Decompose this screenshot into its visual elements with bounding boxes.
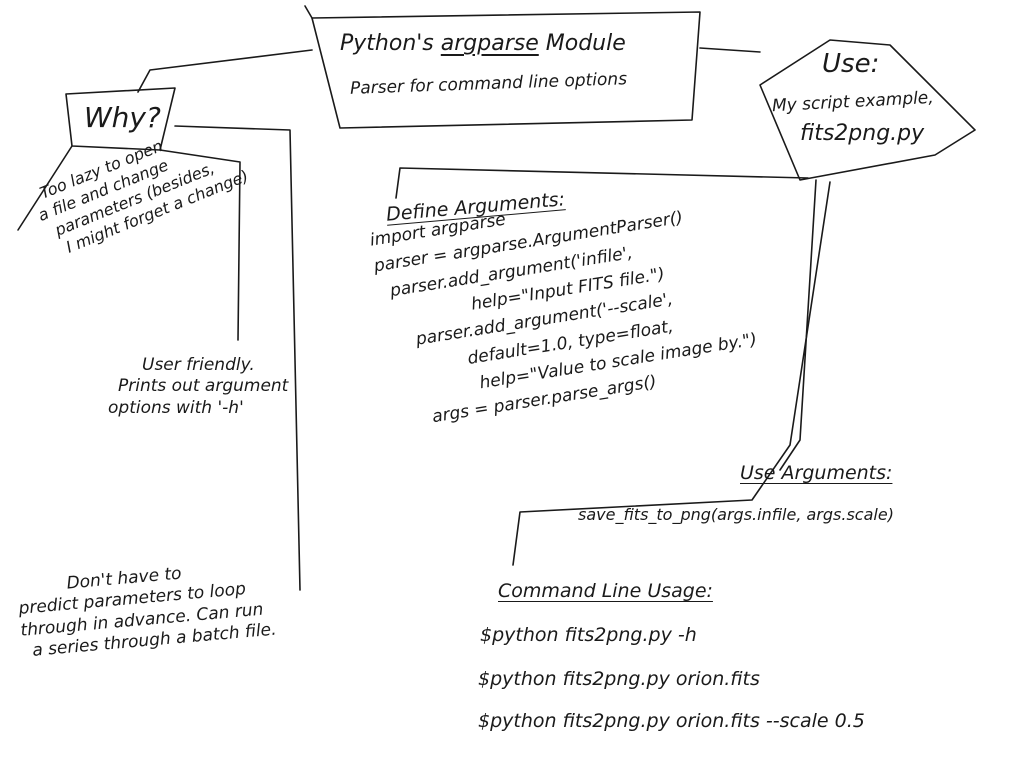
connector-use-to-cli [512,181,831,566]
reason-friendly-line: options with '-h' [108,397,244,418]
reason-friendly-line: Prints out argument [118,376,289,397]
reason-friendly: User friendly. Prints out argument optio… [108,355,288,419]
command-line-usage-heading: Command Line Usage: [498,580,713,602]
connector-title-to-why [137,49,313,93]
title-keyword: argparse [440,31,539,56]
command-line-example: $python fits2png.py orion.fits [478,668,760,690]
use-box-outline [759,39,976,181]
connector-use-to-useargs [779,179,817,471]
title-box-outline [311,11,701,129]
why-label: Why? [84,101,161,134]
arrow-to-page-edge [304,5,313,19]
title-box: Python's argparse Module [340,30,626,58]
title-suffix: Module [545,31,626,56]
command-line-example: $python fits2png.py orion.fits --scale 0… [478,710,865,732]
connector-why-to-lazy [17,145,73,231]
connector-title-to-use [699,47,761,53]
connector-use-to-define [395,167,809,199]
use-arguments-heading: Use Arguments: [740,462,893,484]
use-label: Use: [822,49,880,79]
connector-why-to-batch [174,125,301,591]
command-line-example: $python fits2png.py -h [480,624,697,646]
title-prefix: Python's [340,31,434,56]
use-script-name: fits2png.py [800,121,925,146]
use-arguments-code: save_fits_to_png(args.infile, args.scale… [578,505,894,524]
connector-why-to-friendly [159,149,241,341]
reason-friendly-line: User friendly. [142,355,255,375]
